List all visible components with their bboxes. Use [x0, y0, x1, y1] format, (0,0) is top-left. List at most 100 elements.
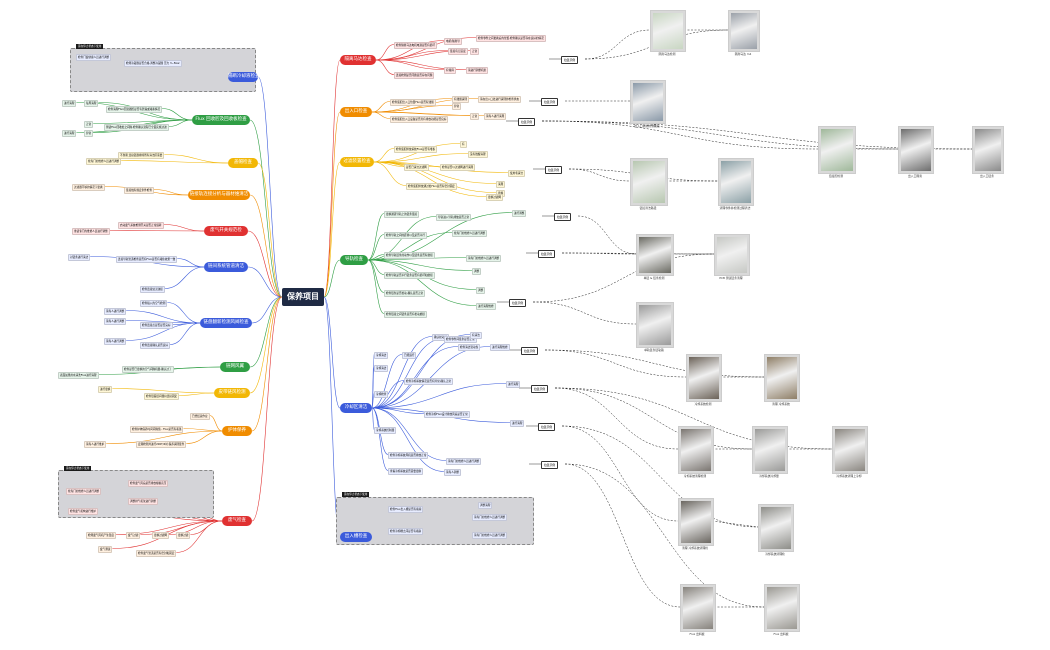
left-node[interactable]: 找专门的维修人员进行调整 [66, 488, 102, 495]
left-node[interactable]: 检查是否已更换的空气间隔机器,确认过了 [122, 366, 174, 373]
left-node[interactable]: 表面如果用水清洗Flux进行清理 [58, 372, 99, 379]
left-node[interactable]: 启动废气系统检测开关是否正常运转 [118, 222, 164, 229]
right-node[interactable]: 检查链条是否松动,确认是否正常 [384, 290, 426, 297]
left-node[interactable]: 检查连接确认是否良好 [140, 342, 170, 349]
right-node[interactable]: 检查装配出入口位置Flux是否有残留 [390, 99, 436, 106]
right-node[interactable]: 请在出入口处进行清理并检查状态 [478, 96, 521, 103]
example-photo[interactable] [972, 126, 1004, 174]
right-node[interactable]: 找专门的维修人员进行调整 [452, 230, 488, 237]
right-node[interactable]: 检查冷却槽之间是否有堵塞 [388, 528, 424, 535]
example-tag[interactable]: 拉链示例 [538, 250, 556, 258]
example-photo[interactable] [650, 10, 686, 52]
right-node[interactable]: 链接有无错误 [448, 48, 468, 55]
left-node[interactable]: 请专人进行调整 [104, 308, 127, 315]
right-node[interactable]: 检查导轨链条的动作以及链条是否有磨损 [384, 252, 435, 259]
branch-hub[interactable]: 废气开关规范检 [204, 226, 248, 236]
example-photo[interactable] [764, 584, 800, 632]
left-node[interactable]: 测试Flux回收处之间隔,检查确认流程已全面实施过滤 [104, 124, 169, 131]
right-node[interactable]: 已能运行 [402, 352, 417, 359]
right-node[interactable]: 导轨进入导轨排放是否正常 [436, 214, 472, 221]
left-node[interactable]: 定期检测并进行200T/4时,保养清理链件 [136, 441, 187, 448]
left-node[interactable]: 检查连接处无缺损 [140, 286, 165, 293]
left-node[interactable]: 检查废气机构进行维护 [68, 508, 98, 515]
example-photo[interactable] [764, 354, 800, 402]
right-node[interactable]: 检查零件之间更换后的位置,检查确认是否存在良好的情况 [476, 35, 546, 42]
right-node[interactable]: 检查冷却系统风机是否排放正常 [388, 452, 429, 459]
branch-hub[interactable]: Flux 回收腔及回收板检查 [192, 115, 250, 125]
right-node[interactable]: 请专门的维修人员进行调整 [472, 532, 508, 539]
right-node[interactable]: 没有残留清理 [468, 151, 488, 158]
left-node[interactable]: 正常 [84, 121, 94, 128]
right-node[interactable]: 检查Flux出入槽是否有堵塞 [388, 506, 424, 513]
example-photo[interactable] [636, 302, 674, 348]
branch-hub[interactable]: 链网风翼 [220, 362, 250, 372]
left-node[interactable]: 废气过滤 [126, 532, 141, 539]
left-node[interactable]: 检查清理Flux回流器腔是否有泄漏或堵塞情况 [106, 106, 163, 113]
example-photo[interactable] [758, 504, 794, 552]
right-node[interactable]: 进行清理 [506, 381, 521, 388]
right-node[interactable]: 冷却检查 [374, 391, 389, 398]
left-node[interactable]: 调整排气机架进行调整 [128, 498, 158, 505]
branch-hub[interactable]: 出入口检查 [340, 107, 372, 117]
root-node[interactable]: 保养项目 [282, 288, 324, 306]
right-node[interactable]: 查看冷却系统是否需要更换 [388, 468, 424, 475]
right-node[interactable]: 请专门的维修人员进行调整 [446, 458, 482, 465]
left-node[interactable]: 检查链锻链间器扣连接固定 [144, 393, 180, 400]
right-node[interactable]: 有清洁 [470, 332, 482, 339]
example-photo[interactable] [818, 126, 856, 174]
left-node[interactable]: 检测冷凝器是否合格,调整冷凝器 压力 3~5bar [124, 60, 182, 67]
example-photo[interactable] [832, 426, 868, 474]
example-photo[interactable] [678, 498, 714, 546]
right-node[interactable]: 是否已清洁过滤网 [404, 164, 429, 171]
left-node[interactable]: 更换过滤 [176, 532, 191, 539]
right-node[interactable]: 检查装配排放通过处Flux是否有密封固定 [406, 183, 457, 190]
right-node[interactable]: 检查导轨是否平行链条是否有损坏和磨损 [384, 272, 435, 279]
right-node[interactable]: 请专人进行清理 [484, 113, 507, 120]
left-node[interactable]: 检查门窗健康人员进行调整 [76, 54, 112, 61]
branch-hub[interactable]: 护体保养 [222, 426, 252, 436]
right-node[interactable]: 进行调整 [512, 210, 527, 217]
right-node[interactable]: 更换过滤网 [486, 194, 503, 201]
left-node[interactable]: 连接导轨管道检查是否有Flux是否有堵住效果一致 [116, 256, 178, 263]
right-node[interactable]: 检查链接之间链条是否有松动磨损 [384, 311, 427, 318]
right-node[interactable]: 使用毛清洁 [508, 170, 525, 177]
right-node[interactable]: 检查装配出入口设备是否具有排放功能是否良好 [390, 116, 449, 123]
example-tag[interactable]: 拉链示例 [509, 299, 527, 307]
example-tag[interactable]: 拉链示例 [541, 461, 559, 469]
branch-hub[interactable]: 过滤装置检查 [340, 157, 374, 167]
right-node[interactable]: 清理 [496, 181, 506, 188]
left-node[interactable]: 废气测试 [98, 546, 113, 553]
example-photo[interactable] [714, 234, 750, 276]
left-node[interactable]: 检查连接点是否是否完好 [140, 322, 173, 329]
right-node[interactable]: 冷却系统控制器 [374, 427, 397, 434]
right-node[interactable]: 检查零件间链条是否正常 [444, 336, 477, 343]
example-photo[interactable] [680, 584, 716, 632]
right-node[interactable]: 请专人调整 [444, 469, 461, 476]
left-node[interactable]: 每周清理 [84, 100, 99, 107]
example-photo[interactable] [630, 80, 666, 124]
right-node[interactable]: 电机/隔离导 [444, 38, 462, 45]
right-node[interactable]: 冷却清洁 [374, 365, 389, 372]
branch-hub[interactable]: 隔断冷却液检查 [228, 72, 260, 82]
example-tag[interactable]: 拉链示例 [538, 423, 556, 431]
example-photo[interactable] [630, 158, 668, 206]
left-node[interactable]: 请专人进行维护 [84, 441, 107, 448]
example-photo[interactable] [718, 158, 754, 206]
example-photo[interactable] [728, 10, 760, 52]
right-node[interactable]: 检查是否以过滤网进行清理 [440, 164, 476, 171]
example-tag[interactable]: 拉链示例 [531, 385, 549, 393]
right-node[interactable]: 请专门的维修人员进行调整 [466, 255, 502, 262]
example-tag[interactable]: 拉链示例 [518, 118, 536, 126]
left-node[interactable]: 进行更换 [98, 386, 113, 393]
branch-hub[interactable]: 链间系统管道清洁 [204, 262, 248, 272]
example-photo[interactable] [752, 426, 788, 474]
right-node[interactable]: 进行清理 [510, 420, 525, 427]
example-tag[interactable]: 拉链示例 [545, 166, 563, 174]
branch-hub[interactable]: 链盘翻新检测风阀检查 [200, 318, 252, 328]
example-photo[interactable] [898, 126, 934, 174]
left-node[interactable]: 链接线有规定条件检查 [124, 187, 154, 194]
left-node[interactable]: 异常 [84, 130, 94, 137]
left-node[interactable]: 检测废气风机产生温度 [86, 532, 116, 539]
left-node[interactable]: 过滤器不够的情况下更换 [72, 184, 105, 191]
left-node[interactable]: 请专人进行调整 [104, 318, 127, 325]
